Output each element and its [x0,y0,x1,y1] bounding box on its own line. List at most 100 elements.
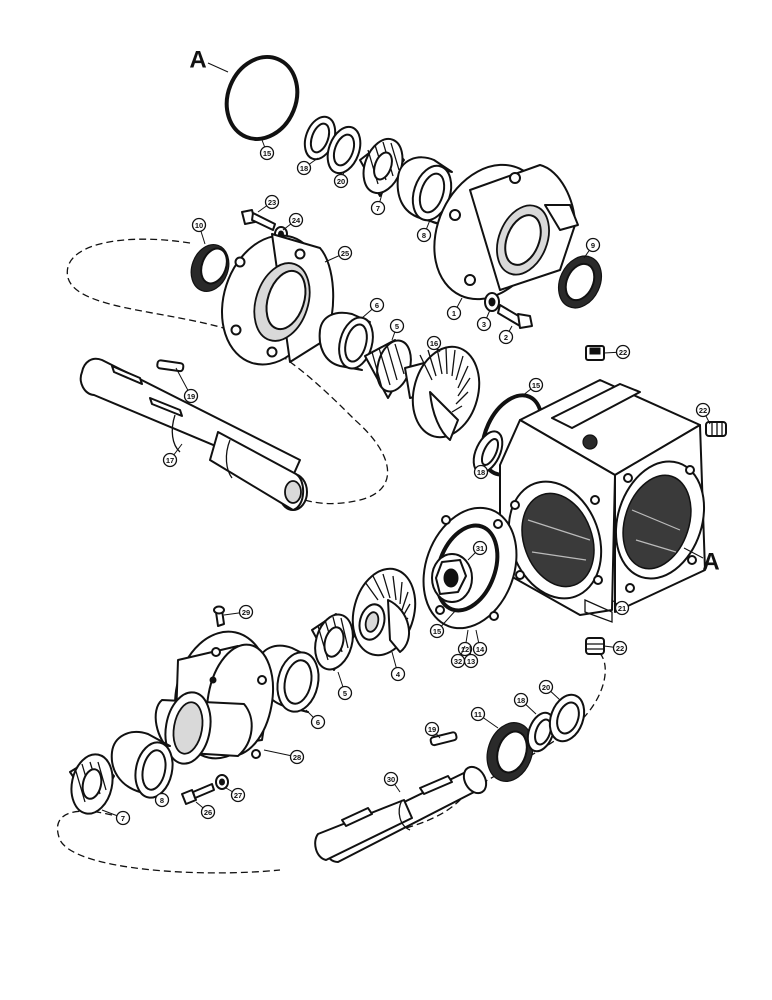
pipe-plug-bottom [585,637,605,655]
callout-bubble [538,679,554,695]
callout-number: 15 [263,149,271,158]
callout-c30: 30 [383,771,401,793]
callout-number: 9 [591,241,595,250]
callout-bubble [289,749,305,765]
callout-number: 16 [430,339,438,348]
callout-number: 21 [618,604,626,613]
callout-bubble [370,200,386,216]
reference-mark-a-right: A [683,547,720,576]
callout-c12: 12 [457,629,473,657]
bearing-housing-upper-left [221,233,335,366]
input-shaft-upper [79,357,308,511]
lock-washer-top [484,292,500,312]
bearing-cup-upper [318,311,374,371]
callout-c18b: 18 [473,463,489,480]
callout-bubble [429,623,445,639]
callout-c15c: 15 [429,609,457,639]
callout-number: 22 [619,348,627,357]
callout-bubble [259,145,275,161]
callout-bubble [470,706,486,722]
callout-bubble [115,810,131,826]
callout-number: 15 [532,381,540,390]
callout-c15b: 15 [521,377,544,397]
callout-number: 2 [504,333,508,342]
bearing-housing-top [433,163,579,301]
callout-bubble [389,318,405,334]
callout-bubble [230,787,246,803]
callout-c26: 26 [195,801,216,820]
callout-number: 20 [542,683,550,692]
callout-c21: 21 [611,599,630,616]
callout-number: 29 [242,608,250,617]
o-ring-large [224,55,300,141]
callout-number: 20 [337,177,345,186]
callout-bubble [390,666,406,682]
callout-c16: 16 [426,335,442,353]
shaft-key-top [156,359,185,373]
callout-bubble [498,329,514,345]
callout-number: 7 [376,204,380,213]
callout-number: 22 [699,406,707,415]
callout-bubble [191,217,207,233]
callout-bubble [446,305,462,321]
callout-bubble [416,227,432,243]
callout-c25: 25 [324,245,353,263]
callout-c7a: 7 [370,193,386,216]
callout-number: 18 [477,468,485,477]
callout-c24: 24 [282,212,304,231]
callout-c27: 27 [225,787,246,803]
grease-fitting [213,605,225,627]
callout-c9: 9 [583,237,601,259]
callout-number: 3 [482,320,486,329]
callout-number: 12 [461,645,469,654]
callout-c3: 3 [476,309,492,332]
callout-number: 4 [396,670,401,679]
callout-number: 1 [452,309,456,318]
callout-c31: 31 [467,540,488,561]
bevel-gear-lower [351,567,417,657]
callout-c14: 14 [472,629,488,657]
callout-c28: 28 [263,749,305,765]
output-shaft-lower [314,765,488,863]
bevel-pinion-gear [404,345,481,441]
callout-bubble [296,160,312,176]
callout-c8a: 8 [416,219,432,243]
callout-number: 10 [195,221,203,230]
reference-mark-a-top: A [189,47,229,74]
callout-number: 14 [476,645,485,654]
callout-number: 7 [121,814,125,823]
callout-number: 6 [316,718,320,727]
reference-label-a-right: A [702,549,719,576]
callout-number: 18 [300,164,308,173]
callout-number: 19 [428,725,436,734]
shim-washer-lower [548,693,586,743]
callout-bubble [383,771,399,787]
callout-bubble [513,692,529,708]
cap-screw-top [497,304,533,329]
callout-number: 5 [343,689,347,698]
callout-layer: 1518207891322324102565161917222215183115… [101,139,711,826]
callout-bubble [585,237,601,253]
callout-bubble [333,173,349,189]
callout-c13: 13 [463,645,479,669]
callout-bubble [162,452,178,468]
callout-c29: 29 [223,604,254,620]
callout-c22c: 22 [603,640,628,656]
callout-number: 28 [293,753,301,762]
callout-c5b: 5 [337,671,353,701]
shaft-key-lower [429,731,458,747]
callout-c18a: 18 [296,157,319,176]
callout-c19a: 19 [175,367,199,404]
callout-number: 31 [476,544,484,553]
callout-c10: 10 [191,217,207,245]
callout-c22a: 22 [603,344,631,360]
callout-c23: 23 [257,194,280,213]
callout-bubble [310,714,326,730]
callout-c7b: 7 [101,809,131,826]
gearbox-housing [499,379,706,623]
callout-bubble [476,316,492,332]
cap-screw-lower [181,783,215,805]
callout-bubble [369,297,385,313]
callout-number: 11 [474,710,482,719]
